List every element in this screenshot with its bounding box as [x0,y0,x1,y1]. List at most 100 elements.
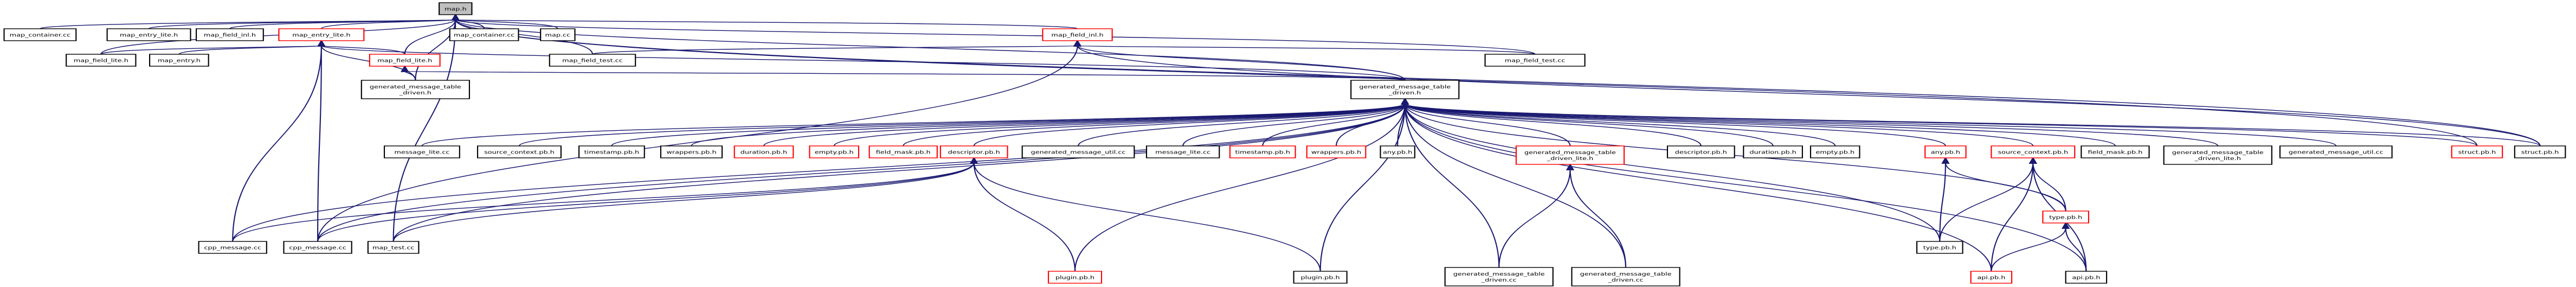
node-struct-pb-h[interactable]: struct.pb.h [2514,145,2566,158]
arrowhead [1073,40,1082,47]
edge-n0-n13 [415,14,460,81]
node-box [283,241,352,254]
node-plugin-pb-h[interactable]: plugin.pb.h [1293,271,1348,284]
node-message-lite-cc[interactable]: message_lite.cc [1145,145,1220,158]
node-generated-message-util-cc[interactable]: generated_message_util.cc [2279,145,2393,158]
node-timestamp-pb-h[interactable]: timestamp.pb.h [578,145,645,158]
node-plugin-pb-h[interactable]: plugin.pb.h [1047,271,1103,284]
edge-line [1404,103,1774,146]
node-map-container-cc[interactable]: map_container.cc [449,28,519,41]
edge-n10-n14 [401,65,1406,81]
node-box [1047,271,1103,284]
edge-line [2032,162,2066,212]
edge-line [1404,103,2116,146]
edge-line [455,19,1078,29]
node-map-entry-h[interactable]: map_entry.h [149,54,209,67]
node-label: api.pb.h [1977,275,2005,280]
node-timestamp-pb-h[interactable]: timestamp.pb.h [1229,145,1296,158]
node-label: map_entry.h [158,58,201,63]
node-map-field-test-cc[interactable]: map_field_test.cc [1484,54,1586,67]
node-label: field_mask.pb.h [876,150,931,155]
node-box [196,28,264,41]
node-map-field-inl-h[interactable]: map_field_inl.h [1042,28,1113,41]
node-label: generated_message_table [1453,271,1545,277]
arrowhead [970,157,978,164]
node-map-entry-lite-h[interactable]: map_entry_lite.h [278,28,365,41]
node-source-context-pb-h[interactable]: source_context.pb.h [476,145,562,158]
node-field-mask-pb-h[interactable]: field_mask.pb.h [2081,145,2150,158]
edge-n14-n44 [1401,98,1500,268]
edge-n14-n19 [763,98,1409,146]
node-label: duration.pb.h [1749,150,1796,155]
node-label: generated_message_table [1359,84,1451,90]
node-cpp-message-cc[interactable]: cpp_message.cc [198,241,267,254]
node-map-container-cc[interactable]: map_container.cc [3,28,77,41]
node-box [1743,145,1803,158]
node-generated-message-table-driven-lite-h[interactable]: generated_message_table_driven_lite.h [2163,145,2272,165]
node-api-pb-h[interactable]: api.pb.h [1970,271,2013,284]
node-label: _driven_lite.h [1547,156,1594,161]
node-generated-message-table-driven-cc[interactable]: generated_message_table_driven.cc [1571,267,1680,286]
node-label: wrappers.pb.h [666,150,716,155]
edge-line [1077,45,1406,81]
node-empty-pb-h[interactable]: empty.pb.h [1809,145,1860,158]
node-any-pb-h[interactable]: any.pb.h [1380,145,1415,158]
node-map-field-lite-h[interactable]: map_field_lite.h [369,54,441,67]
node-box [2163,145,2272,165]
edge-line [455,19,2541,146]
node-generated-message-table-driven-h[interactable]: generated_message_table_driven.h [1350,80,1460,99]
node-cpp-message-cc[interactable]: cpp_message.cc [283,241,352,254]
edge-line [1074,103,1406,272]
edge-line [1077,103,1406,146]
arrowhead [1401,98,1409,105]
node-map-cc[interactable]: map.cc [540,28,576,41]
node-descriptor-pb-h[interactable]: descriptor.pb.h [1666,145,1735,158]
node-type-pb-h[interactable]: type.pb.h [1916,241,1963,254]
edge-line [1404,103,2337,146]
node-generated-message-table-driven-cc[interactable]: generated_message_table_driven.cc [1444,267,1554,286]
edge-line [1498,169,1571,268]
node-api-pb-h[interactable]: api.pb.h [2065,271,2108,284]
node-struct-pb-h[interactable]: struct.pb.h [2451,145,2503,158]
node-field-mask-pb-h[interactable]: field_mask.pb.h [868,145,938,158]
node-duration-pb-h[interactable]: duration.pb.h [733,145,794,158]
node-label: generated_message_table [1580,271,1672,277]
edge-line [2065,227,2087,272]
node-map-field-inl-h[interactable]: map_field_inl.h [196,28,264,41]
node-box [1515,145,1625,165]
node-label: source_context.pb.h [484,150,555,155]
node-empty-pb-h[interactable]: empty.pb.h [809,145,860,158]
node-source-context-pb-h[interactable]: source_context.pb.h [1991,145,2076,158]
node-box [1991,145,2076,158]
node-map-field-lite-h[interactable]: map_field_lite.h [66,54,137,67]
node-any-pb-h[interactable]: any.pb.h [1924,145,1967,158]
edge-n14-n49 [1401,98,2087,272]
node-label: struct.pb.h [2521,150,2559,155]
node-label: map_field_inl.h [1051,33,1103,38]
node-wrappers-pb-h[interactable]: wrappers.pb.h [660,145,723,158]
edge-line [392,19,456,242]
node-duration-pb-h[interactable]: duration.pb.h [1743,145,1803,158]
node-message-lite-cc[interactable]: message_lite.cc [383,145,460,158]
node-type-pb-h[interactable]: type.pb.h [2042,211,2089,224]
edge-line [1404,103,1702,146]
arrowhead [1941,157,1950,164]
edges-layer [39,14,2541,272]
node-box [1444,267,1554,286]
node-label: any.pb.h [1383,150,1412,155]
node-map-h[interactable]: map.h [439,2,473,15]
edge-n0-n41 [392,14,460,242]
node-map-field-test-cc[interactable]: map_field_test.cc [549,54,636,67]
node-generated-message-table-driven-h[interactable]: generated_message_table_driven.h [360,80,470,99]
node-box [2279,145,2393,158]
node-wrappers-pb-h[interactable]: wrappers.pb.h [1306,145,1367,158]
arrowhead [451,14,460,21]
node-map-entry-lite-h[interactable]: map_entry_lite.h [106,28,191,41]
node-descriptor-pb-h[interactable]: descriptor.pb.h [939,145,1008,158]
edge-line [1404,103,1992,272]
node-box [578,145,645,158]
node-map-test-cc[interactable]: map_test.cc [367,241,420,254]
node-generated-message-table-driven-lite-h[interactable]: generated_message_table_driven_lite.h [1515,145,1625,165]
node-generated-message-util-cc[interactable]: generated_message_util.cc [1021,145,1135,158]
